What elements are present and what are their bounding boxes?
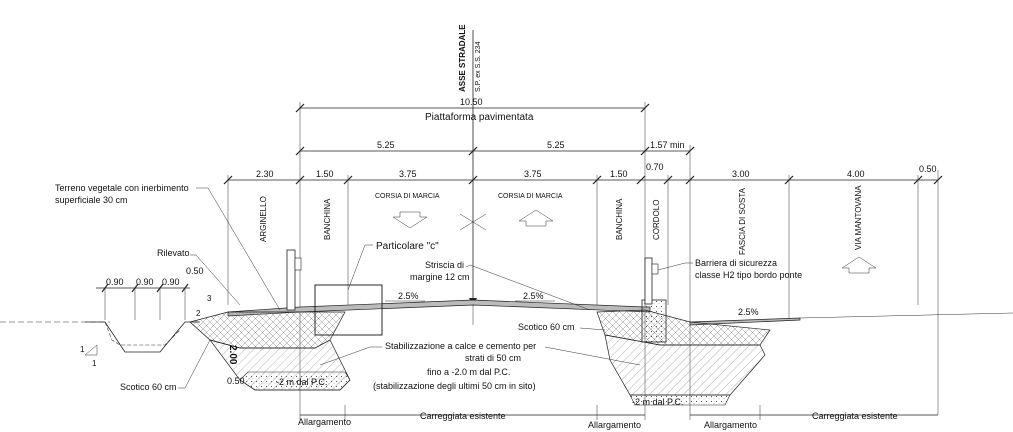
zone-sosta: FASCIA DI SOSTA (738, 187, 747, 255)
zone-arginello: ARGINELLO (259, 196, 268, 242)
right-excavation (596, 309, 771, 406)
overall-platform-label: Piattaforma pavimentata (425, 112, 534, 123)
callout-stab-4: (stabilizzazione degli ultimi 50 cm in s… (373, 381, 536, 391)
callout-stab-1: Stabilizzazione a calce e cemento per (385, 341, 536, 351)
seg-corsia-right-w: 3.75 (524, 169, 542, 179)
direction-arrows (392, 209, 877, 274)
slope-sosta: 2.5% (738, 307, 759, 317)
callout-scotico-right: Scotico 60 cm (518, 322, 575, 332)
particolare-box (314, 284, 383, 336)
callout-striscia-1: Striscia di (425, 260, 464, 270)
zone-banchina-left: BANCHINA (323, 198, 332, 240)
ditch-ratio-a: 3 (207, 294, 212, 303)
right-barrier (286, 249, 667, 343)
seg-banchina-left-w: 1.50 (316, 169, 334, 179)
direction-arrow-up-right-icon (841, 256, 877, 274)
axis-title: ASSE STRADALE (458, 24, 467, 92)
callout-terreno-2: superficiale 30 cm (55, 195, 128, 205)
seg-banchina-right-w: 1.50 (610, 169, 628, 179)
callout-rilevato: Rilevato (157, 248, 190, 258)
seg-corsia-left-w: 3.75 (399, 169, 417, 179)
axis-subtitle: S.P. ex S.S. 234 (475, 41, 482, 92)
callout-scotico-left: Scotico 60 cm (120, 382, 177, 392)
zone-banchina-right: BANCHINA (615, 198, 624, 240)
seg-mantovana-w: 4.00 (847, 169, 865, 179)
overall-dimension: 10.50 Piattaforma pavimentata (295, 97, 650, 123)
ditch-w3: 0.90 (162, 277, 180, 287)
callout-stab-2: strati di 50 cm (465, 353, 521, 363)
bottom-dimension: Allargamento Carreggiata esistente Allar… (298, 405, 938, 430)
callout-barriera-2: classe H2 tipo bordo ponte (695, 270, 802, 280)
direction-arrow-up-icon (518, 209, 554, 227)
seg-arginello-w: 2.30 (256, 169, 274, 179)
callout-barriera-1: Barriera di sicurezza (695, 258, 777, 268)
bottom-esistente-2: Carreggiata esistente (812, 411, 898, 421)
depth-left-050: 0.50 (227, 376, 245, 386)
seg-sosta-w: 3.00 (732, 169, 750, 179)
depth-left-200: 2.00 (227, 345, 238, 365)
barrier-post (644, 257, 653, 305)
cordolo-block (641, 299, 667, 343)
callout-stab-3: fino a -2.0 m dal P.C. (427, 367, 510, 377)
slope-right: 2.5% (523, 291, 544, 301)
ditch-ratio-c: 1 (80, 345, 85, 354)
bottom-allarg-3: Allargamento (704, 420, 757, 430)
bottom-allarg-1: Allargamento (298, 417, 351, 427)
bottom-esistente-1: Carreggiata esistente (420, 411, 506, 421)
overall-width-label: 10.50 (460, 97, 483, 107)
direction-arrow-down-icon (392, 211, 428, 229)
depth-right-pc: -2 m dal P.C. (632, 397, 683, 407)
half-width-right: 5.25 (547, 140, 565, 150)
half-width-left: 5.25 (377, 140, 395, 150)
segment-dimension: 2.30 1.50 3.75 3.75 1.50 0.70 3.00 4.00 … (223, 162, 943, 185)
zone-corsia-left: CORSIA DI MARCIA (375, 193, 440, 200)
seg-cordolo-w: 0.70 (646, 162, 664, 172)
zone-corsia-right: CORSIA DI MARCIA (498, 193, 563, 200)
zone-cordolo: CORDOLO (652, 200, 661, 240)
seg-end-w: 0.50 (919, 164, 937, 174)
axis-flag-icon (459, 213, 487, 231)
ditch-h: 0.50 (186, 266, 204, 276)
ground-line (0, 312, 1013, 323)
slope-left: 2.5% (398, 291, 419, 301)
left-ditch: 0.90 0.90 0.90 0.50 3 2 1 1 (80, 266, 212, 368)
half-width-dimension: 5.25 5.25 1.57 min (295, 140, 695, 156)
depth-labels: 2.00 0.50 -2 m dal P.C. -2 m dal P.C. (227, 345, 683, 407)
callout-particolare: Particolare "c" (376, 241, 439, 252)
left-embankment (189, 284, 383, 391)
ditch-w1: 0.90 (106, 277, 124, 287)
left-barrier-post (286, 249, 296, 311)
slope-labels: 2.5% 2.5% 2.5% (385, 291, 759, 317)
ditch-ratio-d: 1 (92, 359, 97, 368)
callouts: Terreno vegetale con inerbimento superfi… (55, 183, 802, 392)
half-width-min: 1.57 min (650, 140, 685, 150)
depth-left-pc: -2 m dal P.C. (276, 377, 327, 387)
bottom-allarg-2: Allargamento (588, 420, 641, 430)
ditch-ratio-b: 2 (196, 309, 201, 318)
ditch-w2: 0.90 (136, 277, 154, 287)
zone-mantovana: VIA MANTOVANA (854, 185, 863, 250)
callout-striscia-2: margine 12 cm (410, 272, 470, 282)
zone-labels: ARGINELLO BANCHINA CORSIA DI MARCIA CORS… (259, 185, 863, 255)
callout-terreno-1: Terreno vegetale con inerbimento (55, 183, 189, 193)
